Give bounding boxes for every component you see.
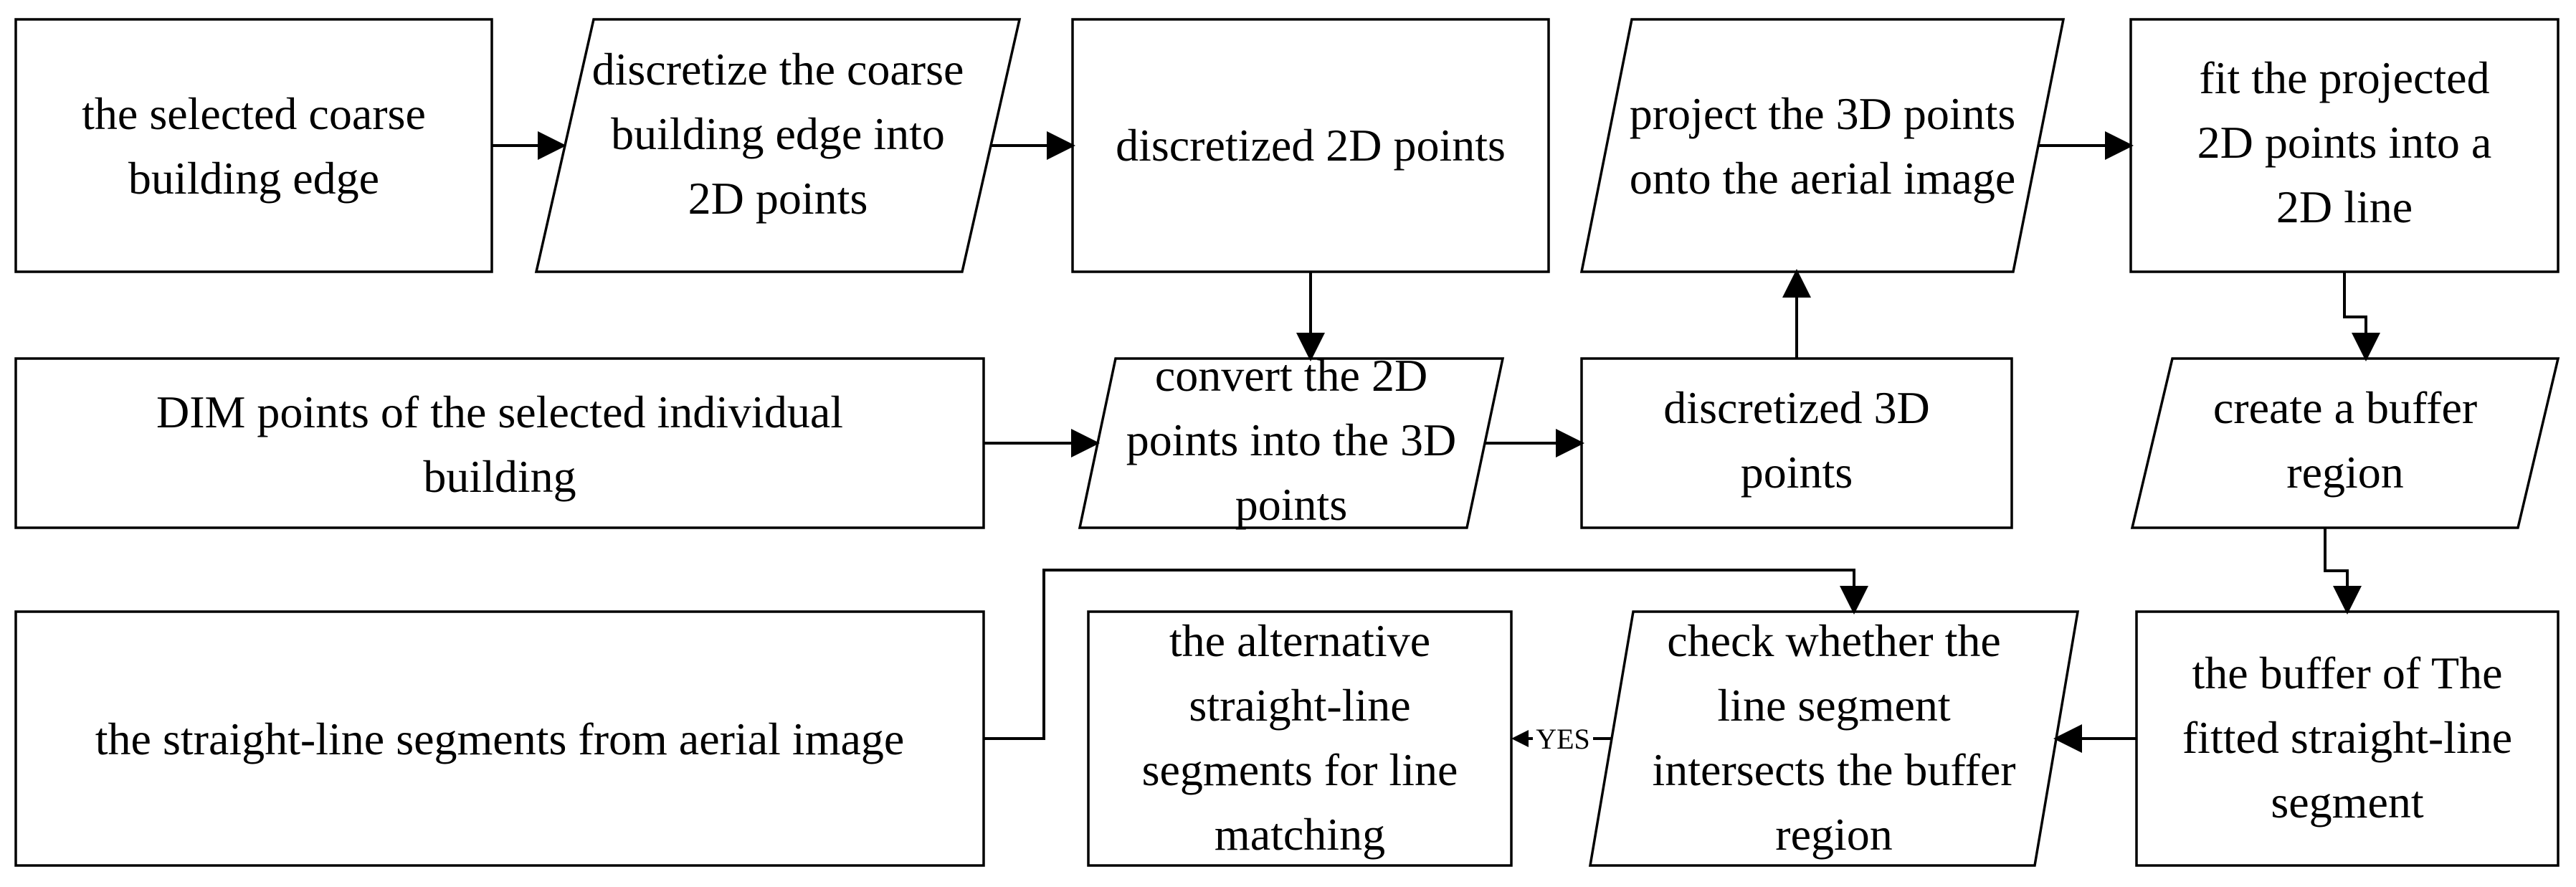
node-check-intersection-line-1: check whether the bbox=[1667, 615, 2001, 666]
node-fit-2d-line-line-1: fit the projected bbox=[2199, 52, 2489, 103]
node-discretized-2d-points-line-1: discretized 2D points bbox=[1116, 120, 1506, 171]
node-create-buffer bbox=[2130, 357, 2560, 529]
node-fit-2d-line-line-2: 2D points into a bbox=[2197, 117, 2492, 168]
arrow-fit-to-buffer bbox=[2343, 272, 2380, 361]
node-dim-points-line-1: DIM points of the selected individual bbox=[156, 386, 843, 437]
node-discretize-edge-line-3: 2D points bbox=[688, 173, 868, 224]
node-convert-to-3d-line-2: points into the 3D bbox=[1126, 414, 1456, 465]
node-convert-to-3d bbox=[1078, 357, 1505, 529]
arrow-segments-to-check bbox=[984, 569, 1868, 740]
node-check-intersection-line-4: region bbox=[1775, 809, 1893, 860]
node-discretized-2d-points bbox=[1071, 18, 1550, 273]
node-check-intersection-line-2: line segment bbox=[1717, 680, 1950, 731]
node-project-3d-points-line-1: project the 3D points bbox=[1630, 88, 2016, 139]
arrow-buffer-to-fitted-segment bbox=[2324, 528, 2362, 615]
node-alternative-segments-line-1: the alternative bbox=[1169, 615, 1430, 666]
node-discretized-3d-points-line-1: discretized 3D bbox=[1663, 382, 1929, 433]
node-project-3d-points bbox=[1579, 18, 2066, 273]
node-discretize-edge-line-1: discretize the coarse bbox=[592, 44, 964, 95]
node-buffer-fitted-segment-line-3: segment bbox=[2271, 777, 2424, 827]
node-selected-coarse-edge-line-1: the selected coarse bbox=[82, 88, 426, 139]
node-check-intersection-line-3: intersects the buffer bbox=[1652, 744, 2015, 795]
node-alternative-segments-line-2: straight-line bbox=[1189, 680, 1410, 731]
node-alternative-segments-line-3: segments for line bbox=[1142, 744, 1458, 795]
node-selected-coarse-edge-line-2: building edge bbox=[128, 153, 379, 204]
node-convert-to-3d-line-3: points bbox=[1235, 479, 1347, 530]
edge-label-yes: YES bbox=[1536, 723, 1590, 755]
node-buffer-fitted-segment-line-1: the buffer of The bbox=[2192, 648, 2502, 698]
node-check-intersection bbox=[1588, 610, 2080, 867]
node-project-3d-points-line-2: onto the aerial image bbox=[1630, 153, 2015, 204]
node-discretize-edge-line-2: building edge into bbox=[611, 108, 945, 159]
node-buffer-fitted-segment bbox=[2135, 610, 2560, 867]
node-discretized-3d-points bbox=[1580, 357, 2013, 529]
node-discretized-3d-points-line-2: points bbox=[1741, 447, 1853, 498]
node-aerial-line-segments-line-1: the straight-line segments from aerial i… bbox=[95, 713, 905, 764]
node-discretize-edge bbox=[534, 18, 1022, 273]
node-dim-points-line-2: building bbox=[423, 451, 576, 502]
node-selected-coarse-edge bbox=[14, 18, 493, 273]
node-alternative-segments-line-4: matching bbox=[1215, 809, 1385, 860]
node-convert-to-3d-line-1: convert the 2D bbox=[1155, 350, 1427, 401]
node-buffer-fitted-segment-line-2: fitted straight-line bbox=[2182, 712, 2512, 763]
node-dim-points bbox=[14, 357, 985, 529]
node-fit-2d-line-line-3: 2D line bbox=[2276, 181, 2413, 232]
node-create-buffer-line-2: region bbox=[2286, 447, 2404, 498]
node-create-buffer-line-1: create a buffer bbox=[2213, 382, 2477, 433]
